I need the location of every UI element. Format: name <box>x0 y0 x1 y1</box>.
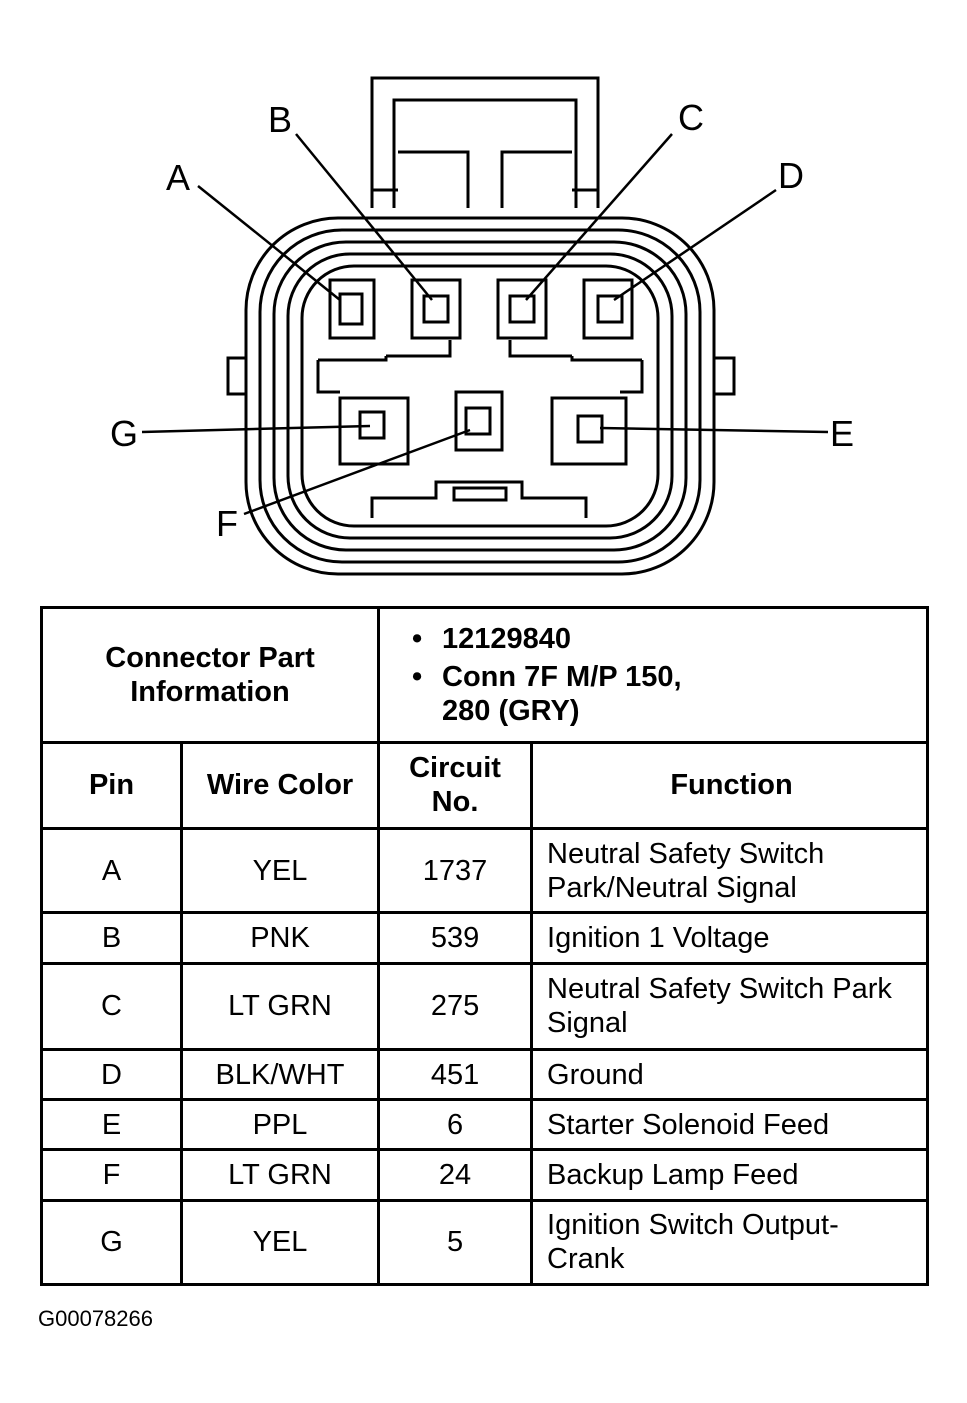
pin-leader-lines <box>141 133 829 516</box>
connector-lock-tab <box>370 76 600 208</box>
pin-label-d: D <box>778 155 804 196</box>
cell-circuit-no: 539 <box>377 911 534 965</box>
cell-pin: G <box>40 1198 183 1287</box>
header-pin: Pin <box>40 740 183 830</box>
cavity-g <box>338 396 410 466</box>
table-row: D BLK/WHT 451 Ground <box>40 1047 930 1102</box>
connector-pin-table: Connector Part Information 12129840 Conn… <box>39 606 930 1287</box>
cavity-d <box>582 278 634 340</box>
table-row: E PPL 6 Starter Solenoid Feed <box>40 1098 930 1152</box>
connector-designation: Conn 7F M/P 150,280 (GRY) <box>412 660 916 728</box>
cell-pin: B <box>40 911 183 965</box>
table-row: B PNK 539 Ignition 1 Voltage <box>40 911 930 965</box>
table-row: F LT GRN 24 Backup Lamp Feed <box>40 1148 930 1202</box>
cell-circuit-no: 1737 <box>377 826 534 915</box>
header-wire-color: Wire Color <box>179 740 381 830</box>
cell-function: Neutral Safety Switch Park Signal <box>530 961 930 1051</box>
connector-info-row: Connector Part Information 12129840 Conn… <box>39 606 930 744</box>
header-circuit-no: Circuit No. <box>377 740 534 830</box>
pin-label-f: F <box>216 503 238 544</box>
cell-pin: E <box>40 1098 183 1152</box>
connector-housing <box>244 216 716 576</box>
connector-side-ear-left <box>226 356 246 396</box>
connector-bottom-key <box>370 480 588 518</box>
connector-face-diagram: A B C D E F G <box>110 76 854 576</box>
figure-code: G00078266 <box>38 1306 153 1331</box>
cell-function: Ground <box>530 1047 930 1102</box>
cavity-e <box>550 396 628 466</box>
part-number: 12129840 <box>412 622 916 656</box>
cell-function: Backup Lamp Feed <box>530 1148 930 1202</box>
connector-side-ear-right <box>714 356 736 396</box>
cell-circuit-no: 451 <box>377 1047 534 1102</box>
cell-wire-color: BLK/WHT <box>179 1047 381 1102</box>
pin-label-c: C <box>678 97 704 138</box>
cell-wire-color: PPL <box>179 1098 381 1152</box>
cell-circuit-no: 6 <box>377 1098 534 1152</box>
cavity-f <box>454 390 504 452</box>
header-function: Function <box>530 740 930 830</box>
table-header-row: Pin Wire Color Circuit No. Function <box>40 740 930 830</box>
table-row: A YEL 1737 Neutral Safety Switch Park/Ne… <box>40 826 930 915</box>
connector-part-info-label: Connector Part Information <box>39 606 381 744</box>
cell-wire-color: LT GRN <box>179 961 381 1051</box>
pin-label-g: G <box>110 413 138 454</box>
cell-pin: F <box>40 1148 183 1202</box>
cell-wire-color: LT GRN <box>179 1148 381 1202</box>
pin-label-b: B <box>268 99 292 140</box>
table-row: C LT GRN 275 Neutral Safety Switch Park … <box>40 961 930 1051</box>
cell-pin: A <box>40 826 183 915</box>
cavity-c <box>496 278 548 340</box>
cell-circuit-no: 5 <box>377 1198 534 1287</box>
cell-function: Ignition Switch Output-Crank <box>530 1198 930 1287</box>
cavity-b <box>410 278 462 340</box>
cell-function: Ignition 1 Voltage <box>530 911 930 965</box>
cell-wire-color: PNK <box>179 911 381 965</box>
cell-wire-color: YEL <box>179 826 381 915</box>
cell-function: Neutral Safety Switch Park/Neutral Signa… <box>530 826 930 915</box>
connector-part-info-values: 12129840 Conn 7F M/P 150,280 (GRY) <box>377 606 930 744</box>
cell-wire-color: YEL <box>179 1198 381 1287</box>
cell-circuit-no: 24 <box>377 1148 534 1202</box>
table-row: G YEL 5 Ignition Switch Output-Crank <box>40 1198 930 1287</box>
cell-circuit-no: 275 <box>377 961 534 1051</box>
pin-label-a: A <box>166 157 190 198</box>
cell-pin: D <box>40 1047 183 1102</box>
pin-label-e: E <box>830 413 854 454</box>
cell-function: Starter Solenoid Feed <box>530 1098 930 1152</box>
cell-pin: C <box>40 961 183 1051</box>
cavity-a <box>328 278 376 340</box>
